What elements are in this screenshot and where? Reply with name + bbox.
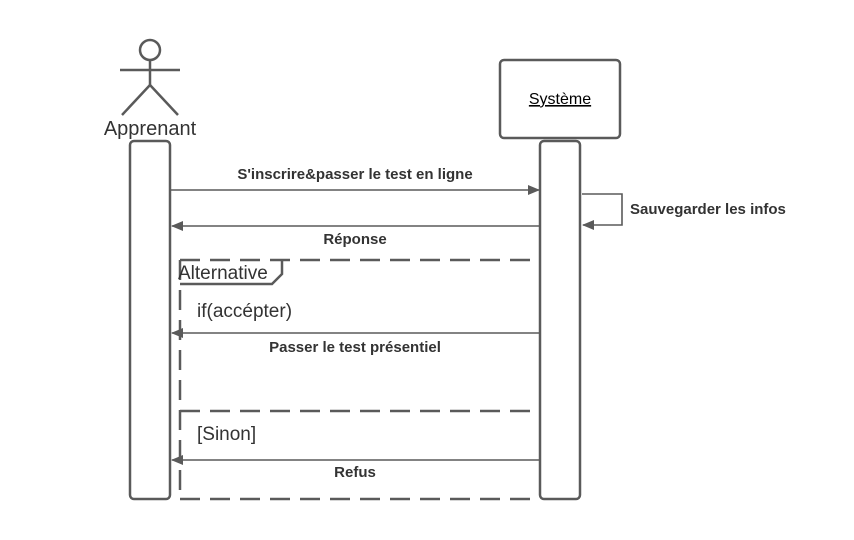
guard-1-label: if(accépter)	[197, 301, 292, 322]
system-activation-bar	[538, 139, 582, 501]
alt-fragment-label: Alternative	[178, 263, 268, 284]
self-message-arrow	[582, 193, 623, 230]
self-message-label: Sauvegarder les infos	[630, 201, 786, 218]
message-1-label: S'inscrire&passer le test en ligne	[237, 166, 472, 183]
message-5-label: Refus	[334, 464, 376, 481]
message-3-label: Réponse	[323, 231, 386, 248]
alt-fragment-tab	[180, 260, 284, 286]
system-box	[498, 58, 622, 140]
actor-label: Apprenant	[104, 118, 197, 140]
actor-activation-bar	[128, 139, 172, 501]
guard-2-label: [Sinon]	[197, 424, 256, 445]
actor-figure	[120, 38, 180, 116]
system-label: Système	[529, 91, 591, 108]
message-4-label: Passer le test présentiel	[269, 339, 441, 356]
